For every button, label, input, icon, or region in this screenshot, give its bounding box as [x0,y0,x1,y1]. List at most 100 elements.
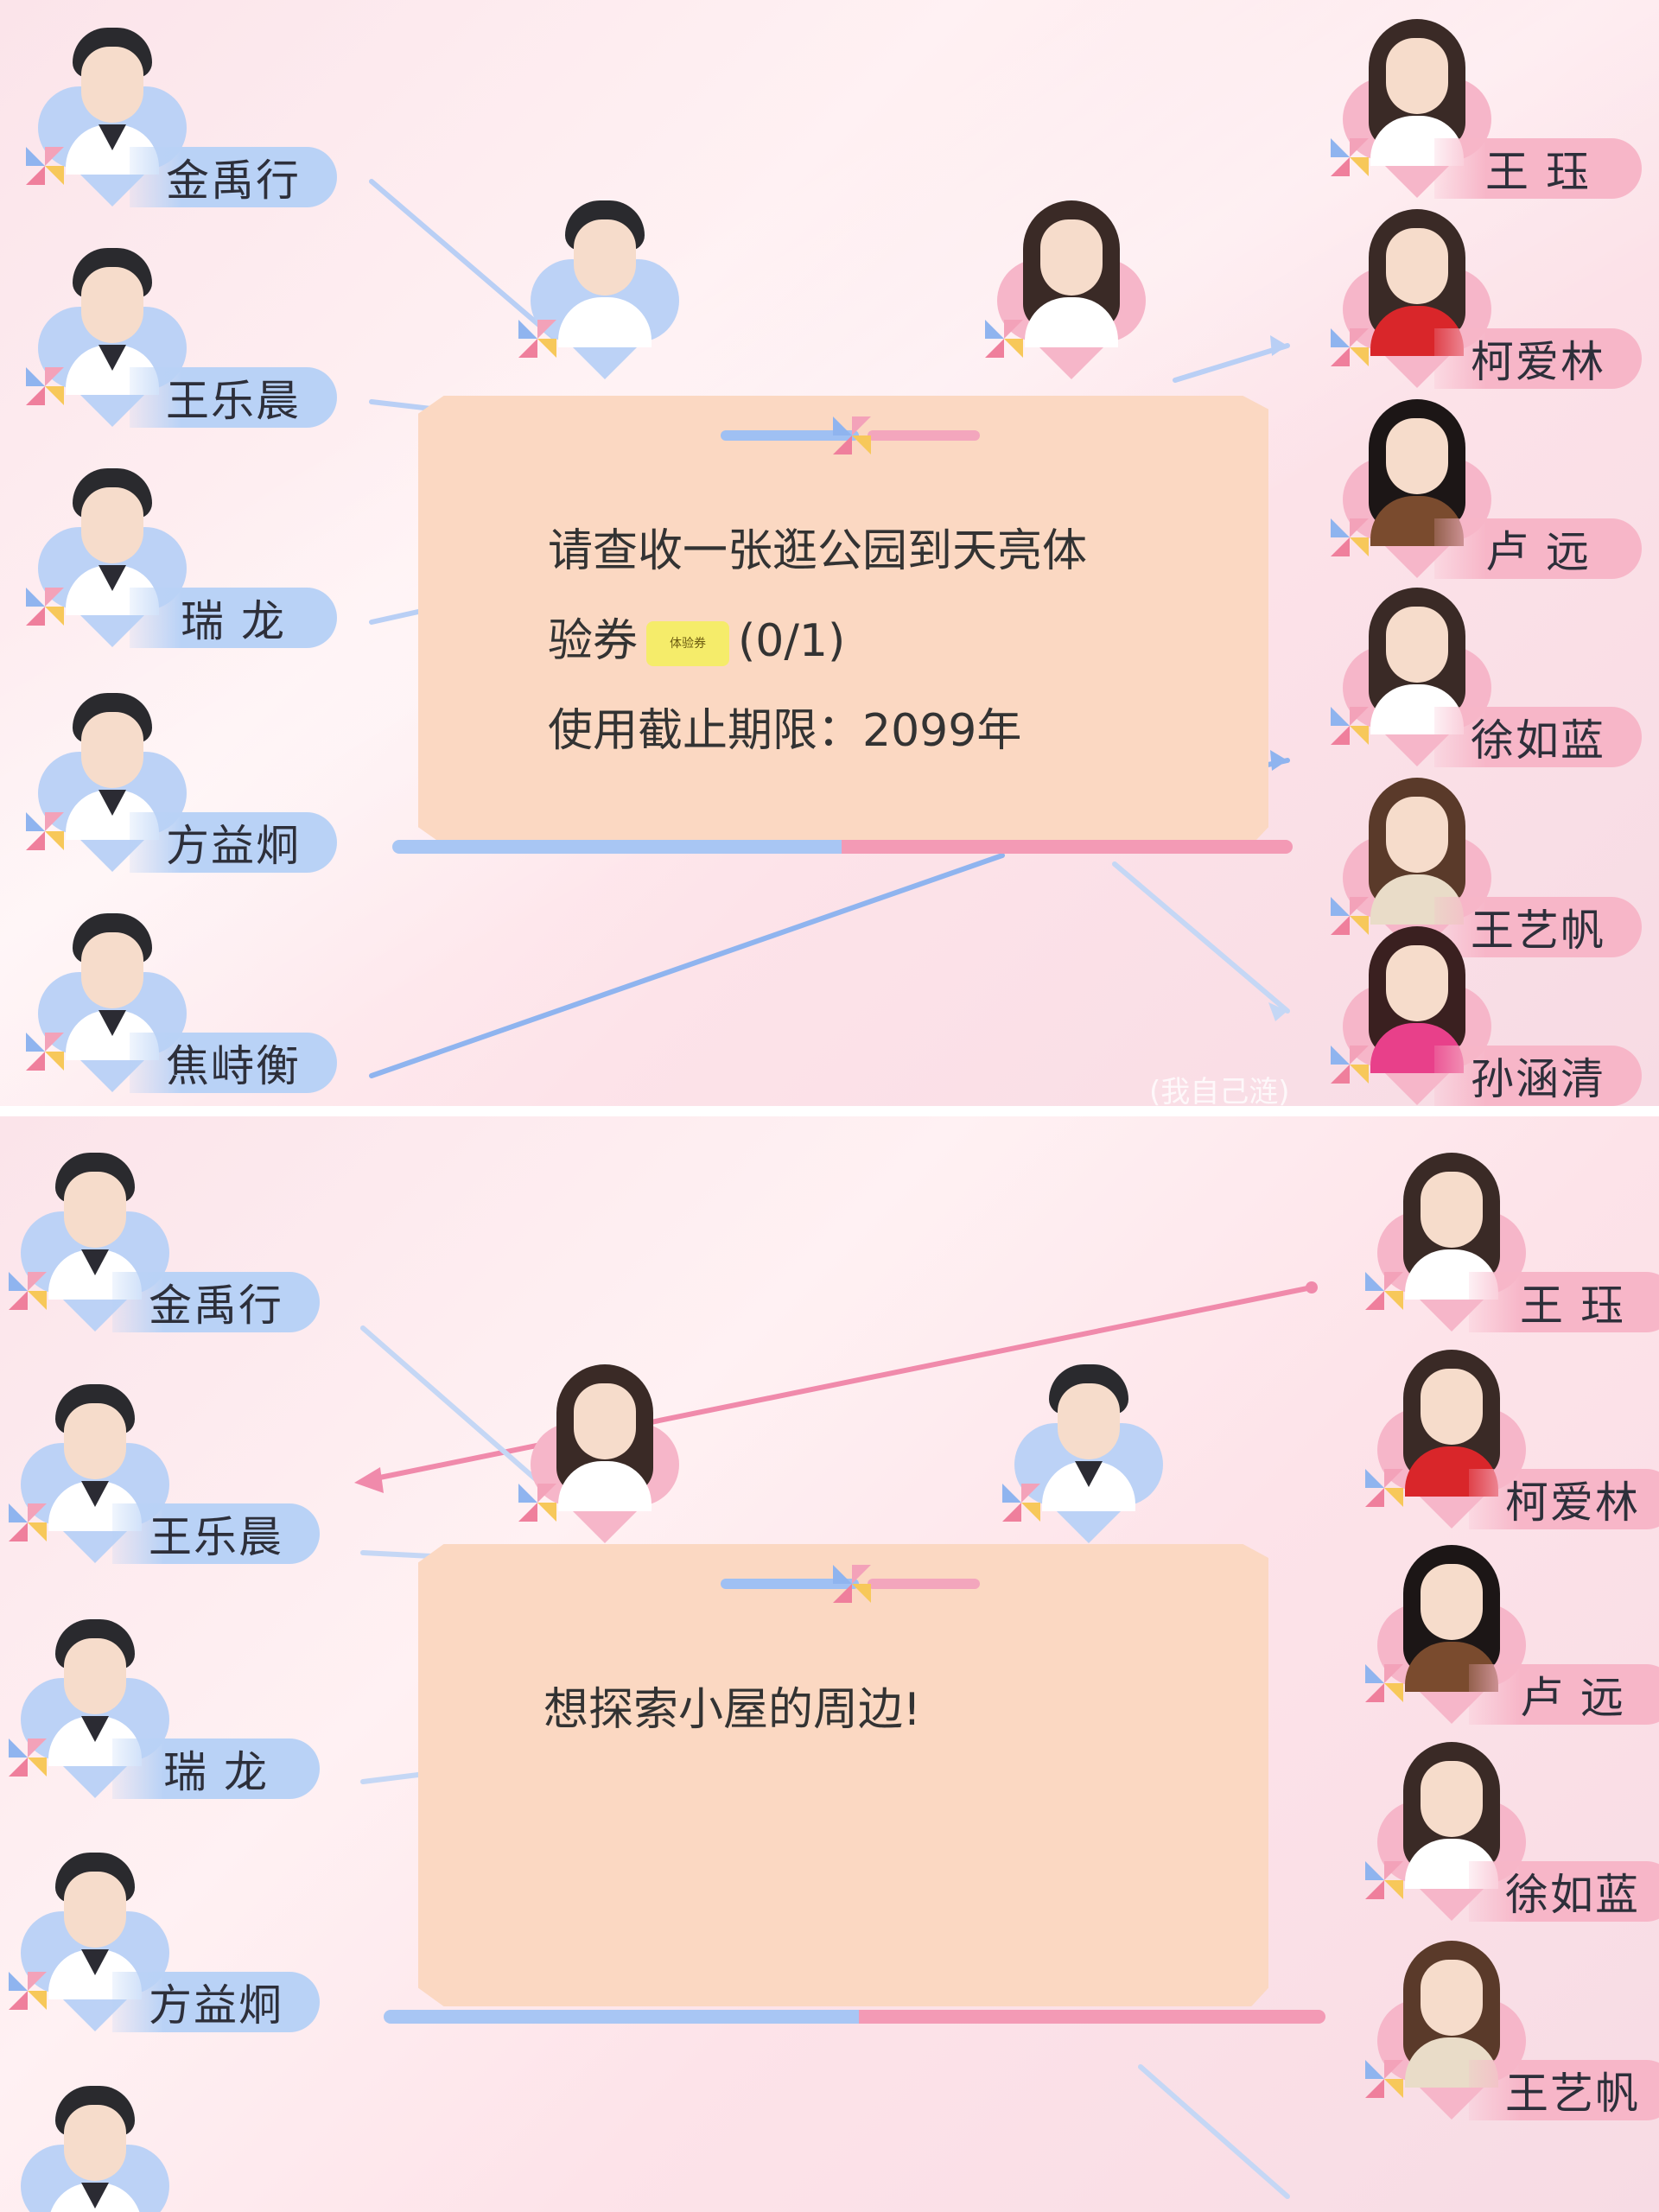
avatar [60,468,164,615]
pinwheel-icon [833,416,871,454]
pinwheel-icon [1365,1469,1403,1507]
pinwheel-icon [9,1272,47,1310]
avatar [60,248,164,395]
arrow-head [1270,335,1287,356]
pinwheel-icon [518,1484,556,1522]
pinwheel-icon [1365,1272,1403,1310]
pinwheel-icon [1331,518,1369,556]
selected-male [976,1354,1287,1544]
name-tag: 金禹行 [130,147,337,207]
female-contestant[interactable]: 柯爱林 [1305,199,1642,389]
name-tag: 王乐晨 [130,367,337,428]
name-tag: 卢 远 [1469,1664,1659,1725]
name-tag: 方益炯 [112,1972,320,2032]
avatar [1400,1545,1503,1692]
male-contestant[interactable]: 金禹行 [0,1142,320,1332]
line-dot [1306,1281,1318,1294]
card-divider [721,1565,980,1603]
pinwheel-icon [1331,707,1369,745]
avatar [43,1384,147,1531]
avatar [1365,926,1469,1073]
female-contestant[interactable]: 卢 远 [1339,1535,1659,1725]
male-contestant[interactable]: 方益炯 [0,1842,320,2032]
selected-female [959,190,1270,380]
avatar [1365,778,1469,925]
arrow-head [354,1467,384,1493]
avatar [1400,1941,1503,2088]
avatar [553,200,657,347]
match-progress-bar [384,2010,1325,2024]
male-contestant[interactable]: 王乐晨 [0,238,337,428]
pinwheel-icon [26,1033,64,1071]
avatar [1020,200,1123,347]
name-tag: 焦峙衡 [130,1033,337,1093]
pinwheel-icon [1331,328,1369,366]
name-tag: 王 珏 [1434,138,1642,199]
connection-line [369,179,556,340]
arrow-head [1268,1002,1287,1021]
selected-female [493,1354,804,1544]
date-card: 请查收一张逛公园到天亮体 验券体验券(0/1) 使用截止期限：2099年 [418,396,1268,845]
panel-divider [0,1106,1659,1116]
male-contestant[interactable] [0,2075,294,2212]
female-contestant[interactable]: 徐如蓝 [1339,1732,1659,1922]
connection-line [1173,343,1290,383]
avatar [43,1619,147,1766]
avatar [43,1153,147,1300]
pinwheel-icon [26,367,64,405]
pinwheel-icon [1331,138,1369,176]
connection-line [369,853,1005,1078]
name-tag: 王艺帆 [1434,897,1642,957]
card-line: 请查收一张逛公园到天亮体 [548,525,1088,577]
name-tag: 王乐晨 [112,1503,320,1564]
avatar [553,1364,657,1511]
selected-male [493,190,804,380]
female-contestant[interactable]: 柯爱林 [1339,1339,1659,1529]
avatar [1365,209,1469,356]
avatar [1400,1153,1503,1300]
female-contestant[interactable]: 孙涵清 [1305,916,1642,1106]
name-tag: 瑞 龙 [112,1738,320,1799]
pinwheel-icon [26,147,64,185]
pinwheel-icon [1365,2060,1403,2098]
male-contestant[interactable]: 瑞 龙 [0,1609,320,1799]
arrow-head [1270,750,1287,771]
name-tag: 王 珏 [1469,1272,1659,1332]
card-divider [721,416,980,454]
female-contestant[interactable]: 王艺帆 [1339,1930,1659,2120]
name-tag: 王艺帆 [1469,2060,1659,2120]
card-line: 验券体验券(0/1) [548,596,1087,686]
female-contestant[interactable]: 王 珏 [1305,9,1642,199]
female-contestant[interactable]: 王 珏 [1339,1142,1659,1332]
connection-lines [354,1281,1318,2199]
avatar [1365,19,1469,166]
card-message: 请查收一张逛公园到天亮体 验券体验券(0/1) 使用截止期限：2099年 [548,506,1087,776]
pinwheel-icon [985,320,1023,358]
name-tag: 方益炯 [130,812,337,873]
avatar [1365,588,1469,734]
pinwheel-icon [9,1972,47,2010]
name-tag: 柯爱林 [1434,328,1642,389]
male-contestant[interactable]: 方益炯 [0,683,337,873]
card-line-prefix: 验券 [548,615,639,667]
date-card: 想探索小屋的周边! [418,1544,1268,2006]
female-contestant[interactable]: 徐如蓝 [1305,577,1642,767]
female-contestant[interactable]: 王艺帆 [1305,767,1642,957]
name-tag: 徐如蓝 [1434,707,1642,767]
watermark: (我自己涟) [1149,1075,1290,1106]
male-contestant[interactable]: 王乐晨 [0,1374,320,1564]
name-tag: 瑞 龙 [130,588,337,648]
card-line: 想探索小屋的周边! [543,1684,921,1736]
male-contestant[interactable]: 焦峙衡 [0,903,337,1093]
connection-line [360,1325,538,1482]
avatar [1400,1742,1503,1889]
pinwheel-icon [1331,897,1369,935]
connection-line [1112,861,1290,1014]
pinwheel-icon [9,1503,47,1541]
male-contestant[interactable]: 瑞 龙 [0,458,337,648]
male-contestant[interactable]: 金禹行 [0,17,337,207]
pinwheel-icon [9,1738,47,1777]
pinwheel-icon [26,588,64,626]
female-contestant[interactable]: 卢 远 [1305,389,1642,579]
avatar [1365,399,1469,546]
